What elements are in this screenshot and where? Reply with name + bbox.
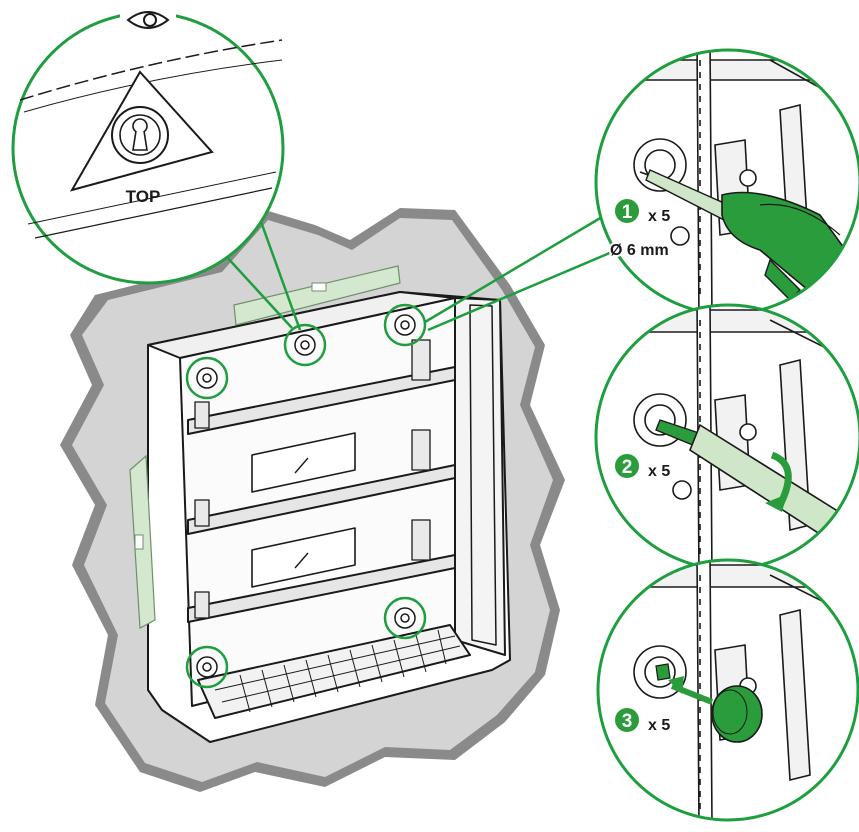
keyhole-icon xyxy=(111,106,169,164)
mounting-screws xyxy=(196,314,416,678)
mounting-point-highlight xyxy=(185,645,229,689)
mounting-point-highlight xyxy=(185,356,229,400)
step-3-quantity: x 5 xyxy=(648,717,670,734)
step-2-quantity: x 5 xyxy=(648,463,670,480)
top-detail-bubble: TOP xyxy=(11,11,285,285)
step-3-bubble: 3 x 5 xyxy=(596,558,859,822)
step-1-quantity: x 5 xyxy=(648,208,670,225)
mounting-point-highlight xyxy=(283,323,327,367)
mounting-screw xyxy=(196,656,218,678)
step-1-hole-diameter: Ø 6 mm xyxy=(610,242,669,259)
step-2-number-badge: 2 xyxy=(613,452,641,480)
enclosure xyxy=(147,291,511,743)
mounting-point-highlights xyxy=(185,303,427,689)
top-label: TOP xyxy=(126,187,161,206)
mounting-point-highlight xyxy=(383,596,427,640)
spirit-level-side xyxy=(129,454,156,629)
step-1-number-badge: 1 xyxy=(613,197,641,225)
step-2-bubble: 2 x 5 xyxy=(594,303,859,571)
mounting-screw xyxy=(394,314,416,336)
step-3-number-badge: 3 xyxy=(613,706,641,734)
step-3-number: 3 xyxy=(622,711,633,732)
leader-lines xyxy=(224,204,613,332)
mounting-point-highlight xyxy=(383,303,427,347)
step-1-number: 1 xyxy=(622,202,633,223)
step-1-bubble: 1 x 5 Ø 6 mm xyxy=(594,48,859,316)
mounting-screw xyxy=(196,367,218,389)
screwdriver-icon xyxy=(655,419,859,562)
mounting-screw xyxy=(294,334,316,356)
step-2-number: 2 xyxy=(622,457,633,478)
mounting-screw xyxy=(394,607,416,629)
eye-icon xyxy=(120,6,176,34)
cover-cap-icon xyxy=(655,663,763,743)
